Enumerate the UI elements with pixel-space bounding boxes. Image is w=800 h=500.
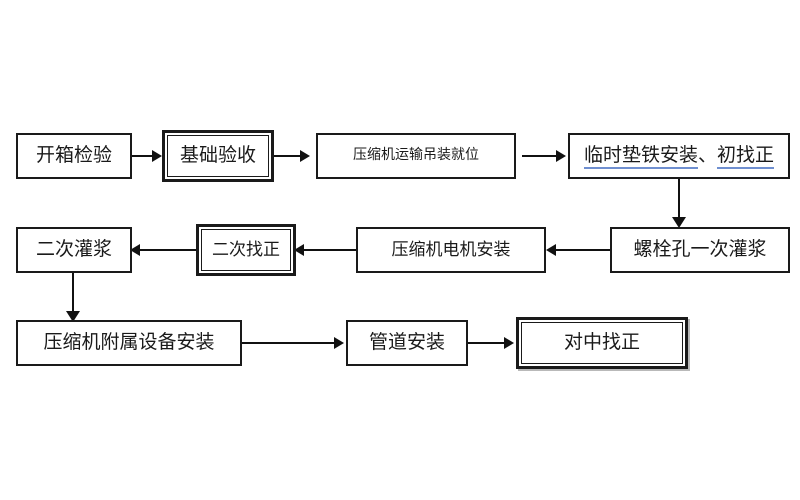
flow-node-kaixiang-jianyan[interactable]: 开箱检验: [16, 133, 132, 179]
flow-node-inner-frame: 二次找正: [201, 229, 291, 271]
connector-n6-n7-arrowhead: [294, 244, 304, 256]
flow-node-label: 基础验收: [179, 144, 256, 166]
flow-node-luoshuankong-guanjiang[interactable]: 螺栓孔一次灌浆: [610, 227, 790, 273]
flow-node-label: 二次找正: [212, 239, 280, 259]
connector-n2-n3-arrowhead: [300, 150, 310, 162]
connector-n5-n6-line: [556, 249, 610, 251]
connector-n3-n4-line: [522, 155, 560, 157]
connector-n10-n11-line: [468, 342, 510, 344]
flow-node-label: 管道安装: [368, 331, 445, 353]
flow-node-label: 对中找正: [563, 331, 640, 353]
flow-node-label-link-part1[interactable]: 临时垫铁安装: [583, 144, 698, 169]
flow-node-jichu-yanshou[interactable]: 基础验收: [162, 130, 274, 182]
flow-node-linshi-dietie[interactable]: 临时垫铁安装、初找正: [568, 133, 790, 179]
flow-node-label: 螺栓孔一次灌浆: [633, 238, 767, 260]
connector-n8-n9-line: [72, 273, 74, 315]
connector-n1-n2-arrowhead: [152, 150, 162, 162]
connector-n7-n8-line: [140, 249, 196, 251]
connector-n4-n5-arrowhead: [672, 217, 686, 228]
flow-node-label: 压缩机电机安装: [391, 239, 511, 259]
connector-n5-n6-arrowhead: [546, 244, 556, 256]
connector-n8-n9-arrowhead: [66, 311, 80, 322]
flow-node-label: 开箱检验: [35, 144, 112, 166]
connector-n2-n3-line: [274, 155, 304, 157]
connector-n1-n2-line: [132, 155, 154, 157]
flow-node-fushu-shebei-anzhuang[interactable]: 压缩机附属设备安装: [16, 320, 242, 366]
flow-node-yunshu-diaozhuang[interactable]: 压缩机运输吊装就位: [316, 133, 516, 179]
flow-node-label: 压缩机附属设备安装: [43, 331, 215, 353]
flow-node-erci-guanjiang[interactable]: 二次灌浆: [16, 227, 132, 273]
flow-node-label-separator: 、: [697, 144, 717, 166]
flow-node-inner-frame: 对中找正: [521, 322, 683, 364]
flow-node-erci-zhaozheng[interactable]: 二次找正: [196, 224, 296, 276]
connector-n3-n4-arrowhead: [556, 150, 566, 162]
connector-n10-n11-arrowhead: [504, 337, 514, 349]
connector-n9-n10-arrowhead: [334, 337, 344, 349]
flow-node-inner-frame: 基础验收: [167, 135, 269, 177]
flow-node-label: 临时垫铁安装、初找正: [583, 144, 775, 169]
connector-n6-n7-line: [304, 249, 356, 251]
flow-node-label: 二次灌浆: [35, 238, 112, 260]
flow-node-label: 压缩机运输吊装就位: [353, 148, 479, 164]
flow-node-label-link-part2[interactable]: 初找正: [717, 144, 775, 169]
flow-node-dianji-anzhuang[interactable]: 压缩机电机安装: [356, 227, 546, 273]
connector-n7-n8-arrowhead: [130, 244, 140, 256]
connector-n4-n5-line: [678, 179, 680, 221]
flow-node-duizhong-zhaozheng[interactable]: 对中找正: [516, 317, 688, 369]
connector-n9-n10-line: [242, 342, 340, 344]
flow-node-guandao-anzhuang[interactable]: 管道安装: [346, 320, 468, 366]
